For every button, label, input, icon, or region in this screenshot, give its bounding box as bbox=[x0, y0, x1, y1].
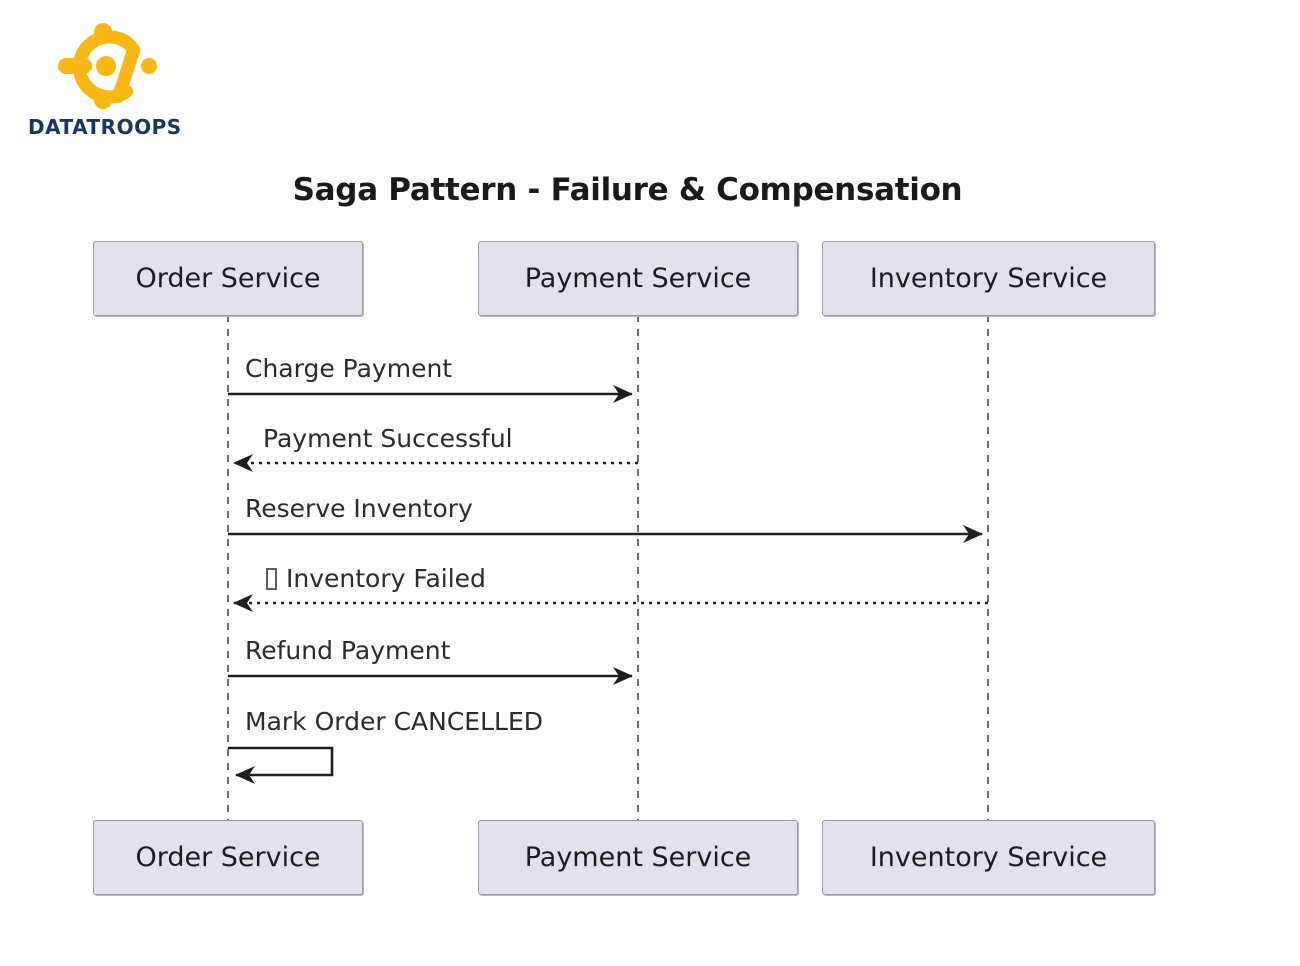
datatroops-sun-mark-icon bbox=[56, 22, 166, 110]
participant-label: Payment Service bbox=[524, 842, 752, 873]
message-label-text: Inventory Failed bbox=[286, 564, 486, 593]
brand-logo: DATATROOPS bbox=[28, 22, 208, 142]
page-title: Saga Pattern - Failure & Compensation bbox=[292, 172, 963, 208]
missing-glyph-box-icon bbox=[266, 568, 277, 590]
participant-box-payment-bottom[interactable]: Payment Service bbox=[478, 820, 798, 895]
participant-box-inventory-top[interactable]: Inventory Service bbox=[822, 241, 1155, 316]
participant-box-payment-top[interactable]: Payment Service bbox=[478, 241, 798, 316]
message-label-refund-payment: Refund Payment bbox=[245, 636, 451, 665]
participant-label: Payment Service bbox=[524, 263, 752, 294]
message-label-payment-successful: Payment Successful bbox=[263, 424, 513, 453]
brand-wordmark: DATATROOPS bbox=[28, 115, 182, 139]
participant-label: Inventory Service bbox=[869, 263, 1108, 294]
participant-label: Order Service bbox=[135, 263, 321, 294]
message-arrow-mark-order-cancelled bbox=[228, 746, 334, 784]
message-label-reserve-inventory: Reserve Inventory bbox=[245, 494, 473, 523]
message-label-mark-order-cancelled: Mark Order CANCELLED bbox=[245, 707, 543, 736]
participant-label: Order Service bbox=[135, 842, 321, 873]
message-label-charge-payment: Charge Payment bbox=[245, 354, 453, 383]
participant-box-order-top[interactable]: Order Service bbox=[93, 241, 363, 316]
participant-box-inventory-bottom[interactable]: Inventory Service bbox=[822, 820, 1155, 895]
participant-box-order-bottom[interactable]: Order Service bbox=[93, 820, 363, 895]
participant-label: Inventory Service bbox=[869, 842, 1108, 873]
message-label-inventory-failed: Inventory Failed bbox=[266, 564, 486, 593]
lifelines bbox=[227, 315, 989, 822]
